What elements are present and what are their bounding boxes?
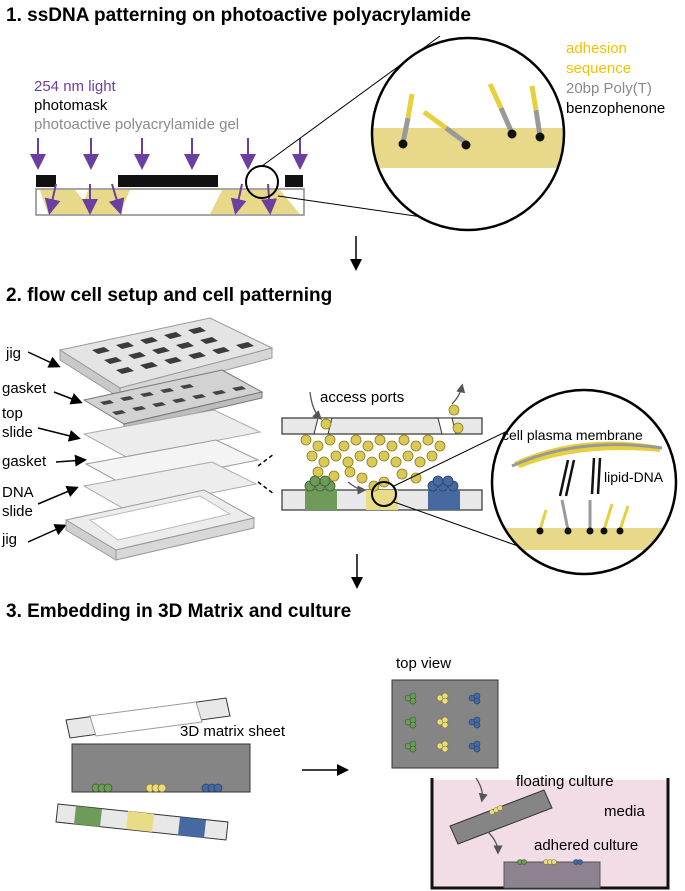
stack-label-gasket-top: gasket	[2, 380, 47, 397]
stack-label-top-1: top	[2, 405, 23, 422]
zoom-circle-2	[490, 388, 678, 576]
gel-exposure-arrows	[44, 183, 278, 215]
section2-title: 2. flow cell setup and cell patterning	[6, 285, 332, 306]
stack-label-jig-bottom: jig	[1, 531, 17, 548]
connector-dash-bottom	[257, 481, 275, 495]
top-view-label: top view	[396, 655, 451, 672]
section3-title: 3. Embedding in 3D Matrix and culture	[6, 601, 351, 622]
magnifier-small-2	[371, 481, 397, 507]
floating-label: floating culture	[516, 773, 614, 790]
culture-dish	[430, 778, 670, 890]
section1-title: 1. ssDNA patterning on photoactive polya…	[6, 5, 471, 26]
stack-label-dna-2: slide	[2, 503, 33, 520]
photoactive-gel	[35, 188, 305, 216]
stack-label-top-2: slide	[2, 424, 33, 441]
stack-label-gasket-bottom: gasket	[2, 453, 47, 470]
float-arrow	[475, 777, 488, 803]
top-slide-piece	[65, 697, 231, 739]
stack-label-dna-1: DNA	[2, 484, 34, 501]
access-ports-label: access ports	[320, 389, 404, 406]
settle-arrow	[487, 831, 503, 855]
flow-cell-stack	[58, 317, 274, 561]
top-view-clusters	[404, 692, 481, 753]
connector-dash-top	[257, 453, 275, 467]
adhesion-label-2: sequence	[566, 60, 631, 77]
media-label: media	[604, 803, 646, 820]
adhesion-label-1: adhesion	[566, 40, 627, 57]
gel-label: photoactive polyacrylamide gel	[34, 116, 239, 133]
matrix-cell-clusters	[91, 783, 223, 793]
polyt-label: 20bp Poly(T)	[566, 80, 652, 97]
flow-cell-cross-section	[281, 383, 483, 511]
benzophenone-label: benzophenone	[566, 100, 665, 117]
stack-label-arrows	[27, 351, 87, 543]
jig-wells	[92, 327, 254, 374]
membrane-label: cell plasma membrane	[502, 427, 643, 443]
dna-slide-piece	[55, 803, 229, 841]
photomask-label: photomask	[34, 97, 108, 114]
zoom-circle-1	[370, 36, 566, 232]
adhered-label: adhered culture	[534, 837, 638, 854]
photomask	[36, 175, 303, 187]
uv-light-arrows	[30, 138, 308, 170]
light-label: 254 nm light	[34, 78, 117, 95]
matrix-sheet-label: 3D matrix sheet	[180, 723, 286, 740]
stack-label-jig-top: jig	[5, 345, 21, 362]
lipid-dna-label: lipid-DNA	[604, 469, 664, 485]
